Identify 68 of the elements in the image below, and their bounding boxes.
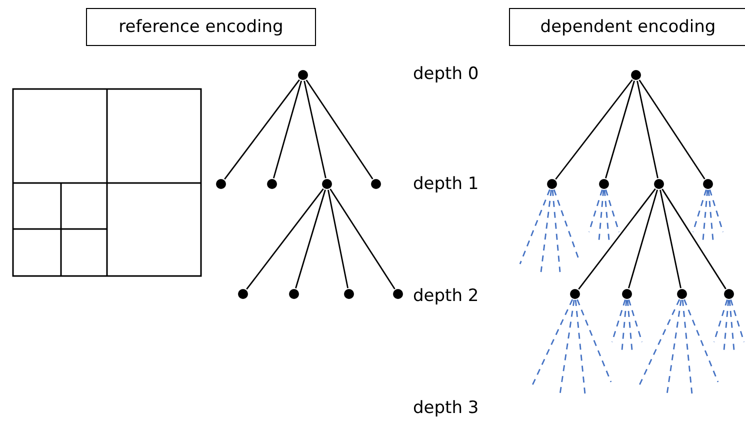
dashed-line (730, 300, 745, 342)
tree-node-dot (371, 179, 381, 189)
dashed-line (621, 300, 628, 350)
dashed-line (728, 300, 735, 350)
tree-edge (295, 190, 326, 288)
tree-edge (660, 190, 682, 288)
dashed-line (638, 299, 680, 386)
dashed-line (574, 300, 586, 394)
depth-label: depth 2 (413, 286, 479, 306)
tree-edge (224, 79, 300, 180)
tree-node-dot (216, 179, 226, 189)
tree-edge (272, 80, 302, 178)
tree-node-dot (238, 289, 248, 299)
depth-label: depth 1 (413, 174, 479, 194)
dashed-line (553, 189, 580, 260)
dashed-line (682, 300, 693, 394)
dashed-line (576, 299, 612, 382)
tree-edge (636, 80, 658, 178)
tree-edge (605, 80, 635, 178)
tree-node-dot (547, 179, 557, 189)
tree-node-dot (599, 179, 609, 189)
dashed-line (626, 300, 633, 350)
tree-edge (628, 190, 658, 288)
tree-node-dot (344, 289, 354, 299)
depth-label: depth 0 (413, 64, 479, 84)
tree-node-dot (654, 179, 664, 189)
tree-node-dot (298, 70, 308, 80)
dashed-line (559, 300, 575, 394)
dashed-line (666, 300, 682, 394)
tree-edge (306, 80, 374, 180)
dashed-line (598, 190, 604, 240)
tree-node-dot (703, 179, 713, 189)
dashed-line (709, 190, 724, 232)
tree-node-dot (677, 289, 687, 299)
dashed-line (723, 300, 730, 350)
dashed-line (588, 190, 603, 232)
tree-edge (578, 188, 656, 290)
caption-box: dependent encoding (509, 8, 745, 46)
dashed-line (692, 190, 707, 232)
dashed-line (611, 300, 626, 342)
tree-edge (638, 80, 706, 180)
dashed-line (708, 190, 714, 240)
tree-edge (662, 188, 726, 290)
dashed-line (628, 300, 643, 342)
tree-node-dot (393, 289, 403, 299)
tree-edge (327, 190, 349, 288)
dashed-line (684, 299, 719, 382)
tree-node-dot (631, 70, 641, 80)
tree-node-dot (724, 289, 734, 299)
tree-edge (555, 79, 633, 180)
dashed-line (552, 190, 561, 272)
dashed-line (604, 190, 610, 240)
tree-edge (304, 80, 326, 178)
tree-node-dot (322, 179, 332, 189)
tree-node-dot (267, 179, 277, 189)
tree-node-dot (289, 289, 299, 299)
tree-edge (330, 188, 396, 290)
dashed-line (531, 299, 574, 386)
dashed-line (519, 189, 550, 264)
dashed-line (605, 190, 620, 232)
depth-label: depth 3 (413, 398, 479, 418)
caption-box: reference encoding (86, 8, 316, 46)
tree-node-dot (570, 289, 580, 299)
tree-edge (246, 188, 324, 290)
dashed-line (702, 190, 708, 240)
dashed-line (713, 300, 728, 342)
dashed-line (540, 190, 552, 272)
tree-node-dot (622, 289, 632, 299)
